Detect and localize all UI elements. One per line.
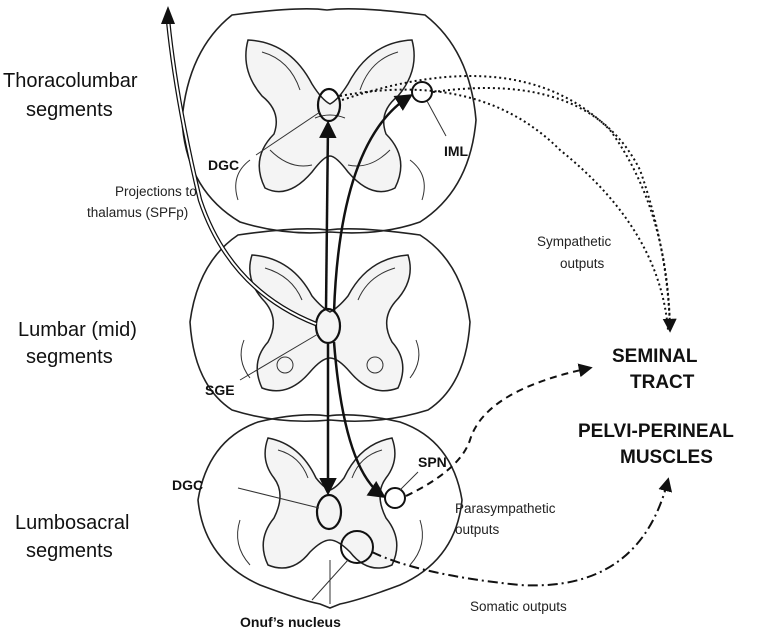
dgc-bottom-label: DGC: [172, 477, 203, 493]
lumbosacral-label-line2: segments: [26, 540, 113, 562]
sympathetic-label-line2: outputs: [560, 256, 605, 271]
parasympathetic-output-arrow: [406, 368, 590, 496]
parasympathetic-label-line2: outputs: [455, 522, 500, 537]
sympathetic-label-line1: Sympathetic: [537, 234, 612, 249]
pelvi-perineal-label-line2: MUSCLES: [620, 447, 713, 468]
thoracolumbar-label-line1: Thoracolumbar: [3, 70, 138, 92]
dgc-top-label: DGC: [208, 157, 239, 173]
projections-label-line1: Projections to: [115, 184, 197, 199]
somatic-output-arrow: [372, 480, 668, 585]
thoracolumbar-label-line2: segments: [26, 99, 113, 121]
onuf-label: Onuf’s nucleus: [240, 614, 341, 630]
parasympathetic-label-line1: Parasympathetic: [455, 501, 556, 516]
sge-label: SGE: [205, 382, 235, 398]
spn-nucleus: [385, 488, 405, 508]
spn-label: SPN: [418, 454, 447, 470]
pelvi-perineal-label-line1: PELVI-PERINEAL: [578, 421, 734, 442]
seminal-tract-label-line2: TRACT: [630, 372, 695, 393]
iml-label: IML: [444, 143, 469, 159]
lumbar-label-line2: segments: [26, 346, 113, 368]
lumbosacral-label-line1: Lumbosacral: [15, 512, 130, 534]
lumbosacral-section: [198, 415, 462, 608]
sympathetic-output-2: [433, 88, 670, 330]
lumbar-label-line1: Lumbar (mid): [18, 319, 137, 341]
iml-nucleus: [412, 82, 432, 102]
somatic-label: Somatic outputs: [470, 599, 567, 614]
seminal-tract-label-line1: SEMINAL: [612, 346, 698, 367]
projections-label-line2: thalamus (SPFp): [87, 205, 188, 220]
